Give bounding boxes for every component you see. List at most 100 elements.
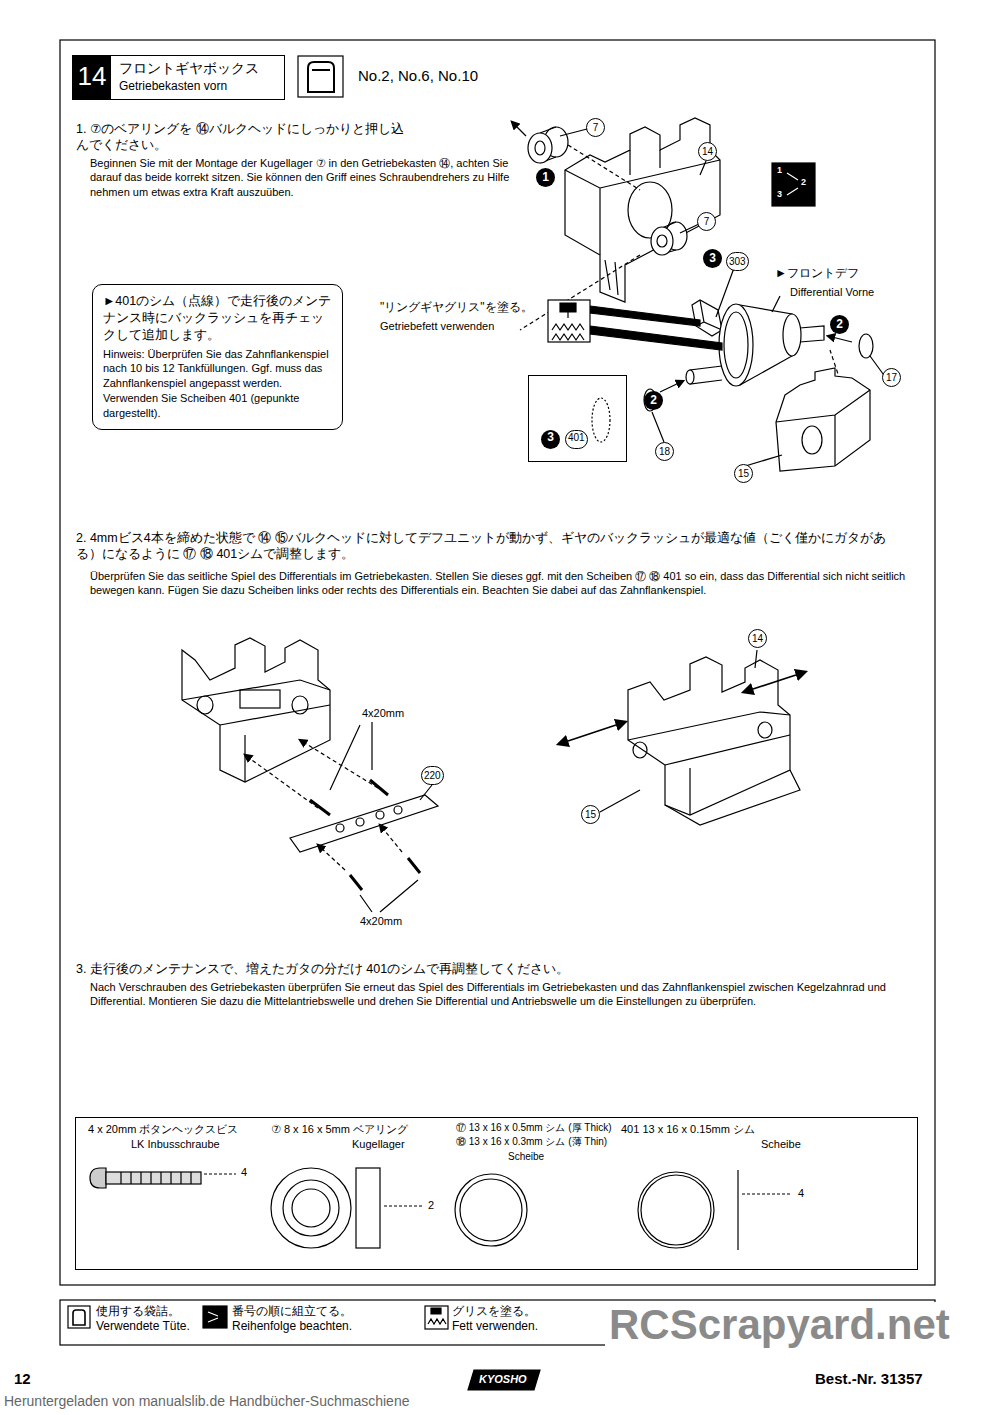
leader-line [330,722,372,790]
brand-logo [468,1370,540,1390]
label-text: 2 [801,177,806,189]
node-text: 4 [241,1165,247,1179]
node-text: ⑦ 8 x 16 x 5mm ベアリング [271,1122,408,1136]
label-text: 14 [748,629,767,648]
label-text: "リングギヤグリス"を塗る。 [380,300,533,316]
label-text: KYOSHO [479,1372,527,1386]
node-text: Kugellager [352,1137,405,1151]
label-text: Nach Verschrauben des Getriebekasten übe… [90,980,925,1009]
grease-pointer [590,306,700,326]
grease-icon-gears [552,324,584,340]
bag-icon [308,62,334,92]
legend-grease-icon [431,1308,441,1314]
legend-text: グリスを塗る。 Fett verwenden. [452,1304,557,1334]
label-text: 1 [777,165,782,177]
bag-icon-frame [298,56,343,97]
legend-order-icon [203,1306,227,1328]
label-text: RCScrapyard.net [605,1302,954,1348]
leader-line [420,785,432,800]
label-text: Beginnen Sie mit der Montage der Kugella… [90,156,510,199]
node-box: 3 401 [528,375,627,462]
play-arrow [750,672,805,690]
bulkhead-front [565,118,720,302]
screw [310,780,388,815]
leader-line [600,650,757,812]
grease-icon [548,300,590,342]
legend-text: 番号の順に組立てる。 Reihenfolge beachten. [232,1304,367,1334]
legend-text: 使用する袋詰。 Verwendete Tüte. [96,1304,208,1334]
label-text: 2. 4mmビス4本を締めた状態で ⑭ ⑮バルクヘッドに対してデフユニットが動か… [76,530,896,563]
label-text: Überprüfen Sie das seitliche Spiel des D… [90,569,925,598]
label-text: 17 [882,368,901,387]
node-box: 4 x 20mm ボタンヘックスビスLK Inbusschraube 4 ⑦ 8 x… [75,1117,918,1270]
node-text: 401 [565,430,588,449]
legend-bag-icon [73,1310,85,1325]
guide-line [245,755,318,808]
label-text: 4x20mm [360,914,402,928]
guide-line [318,845,345,870]
node-text: ⑰ 13 x 16 x 0.5mm シム (厚 Thick) [456,1121,612,1134]
node-text: Scheibe [761,1137,801,1151]
leader-line [360,880,418,912]
legend-bag-icon [68,1306,90,1328]
node-text: Hinweis: Überprüfen Sie das Zahnflankens… [103,347,332,421]
label-text: 2 [830,315,849,334]
arrow [828,336,852,342]
label-text: 1 [536,168,555,187]
bearing [651,222,687,255]
label-text: ►フロントデフ [775,266,859,282]
label-text: 303 [726,252,749,271]
label-text: 7 [697,212,716,231]
guide-line [380,825,402,852]
node-text: 2 [428,1198,434,1212]
node-text: LK Inbusschraube [131,1137,220,1151]
bulkhead-rear [776,368,870,471]
label-text: 15 [734,464,753,483]
label-text: 3. 走行後のメンテナンスで、増えたガタの分だけ 401のシムで再調整してくださ… [76,961,896,977]
label-text: 2 [644,391,663,410]
label-text: 7 [586,118,605,137]
node-text: 4 x 20mm ボタンヘックスビス [88,1122,238,1136]
node-text: 3 [541,430,560,449]
pinion-gear [692,300,722,336]
order-icon [772,163,815,206]
label-text: Getriebefett verwenden [380,319,494,333]
node-text: ►401のシム（点線）で走行後のメンテナンス時にバックラッシュを再チェックして追… [103,293,332,344]
label-text: 220 [421,766,444,785]
legend-grease-icon [425,1306,448,1329]
arrow [660,381,683,392]
label-text: 3 [703,249,722,268]
label-text: No.2, No.6, No.10 [358,66,478,86]
page-frame [60,40,935,1285]
leader-line [560,129,886,467]
node-text: Scheibe [508,1150,544,1163]
label-text: 15 [581,805,600,824]
gearbox-assembly [182,638,330,782]
label-text: Best.-Nr. 31357 [815,1369,923,1389]
order-icon-arrows [787,173,798,195]
node-box: ►401のシム（点線）で走行後のメンテナンス時にバックラッシュを再チェックして追… [92,284,343,430]
mount-plate [290,795,438,852]
label-text: Differential Vorne [790,285,874,299]
label-text: 4x20mm [362,706,404,720]
label-text: 3 [777,189,782,201]
node-text: フロントギヤボックス [119,59,259,77]
node-text: ⑱ 13 x 16 x 0.3mm シム (薄 Thin) [456,1135,607,1148]
legend-order-icon [208,1312,218,1322]
node-text: 401 13 x 16 x 0.15mm シム [621,1122,755,1136]
label-text: 1. ⑦のベアリングを ⑭バルクヘッドにしっかりと押し込んでください。 [76,121,406,154]
grease-pointer [590,326,722,350]
node-text: 14 [73,56,111,99]
grease-icon-tube [560,303,576,318]
guide-line [300,740,378,788]
node-box: 14 フロントギヤボックス Getriebekasten vorn [72,55,285,100]
shim-dotted [592,398,610,442]
legend-grease-icon [428,1319,446,1324]
label-text: Heruntergeladen von manualslib.de Handbü… [4,1392,409,1410]
label-text: 18 [655,442,674,461]
play-arrow [565,722,625,742]
screw [350,858,420,890]
label-text: 12 [14,1369,31,1389]
node-text: Getriebekasten vorn [119,79,227,95]
